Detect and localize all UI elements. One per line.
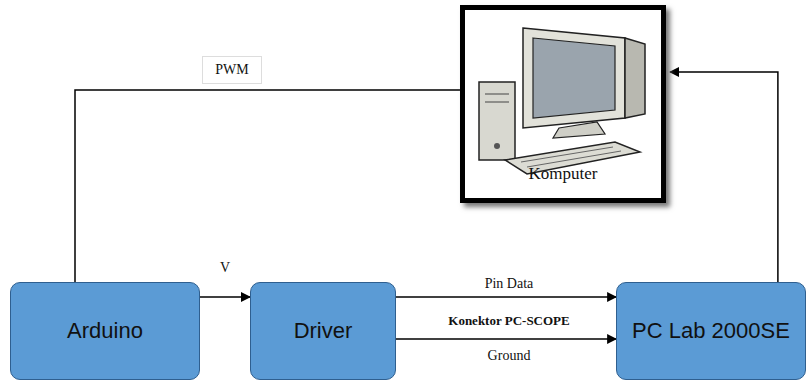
computer-box: Komputer	[460, 5, 666, 203]
node-text: PC Lab 2000SE	[624, 318, 798, 343]
node-text: Komputer	[521, 164, 606, 184]
signal-label: V	[216, 259, 234, 277]
connector-arrow	[670, 72, 778, 282]
process-box: Arduino	[10, 282, 200, 380]
node-text: Driver	[286, 318, 361, 343]
node-text: Arduino	[59, 318, 151, 343]
signal-label: Ground	[484, 347, 535, 365]
process-box: PC Lab 2000SE	[616, 282, 806, 380]
connector-arrow	[200, 296, 250, 298]
signal-label: Pin Data	[481, 275, 538, 293]
connector-label: Konektor PC-SCOPE	[444, 312, 573, 330]
process-box: Driver	[250, 282, 396, 380]
signal-label: PWM	[202, 56, 261, 84]
connector-arrow	[75, 90, 460, 282]
connector-arrow	[396, 338, 616, 340]
connector-arrow	[396, 296, 616, 298]
